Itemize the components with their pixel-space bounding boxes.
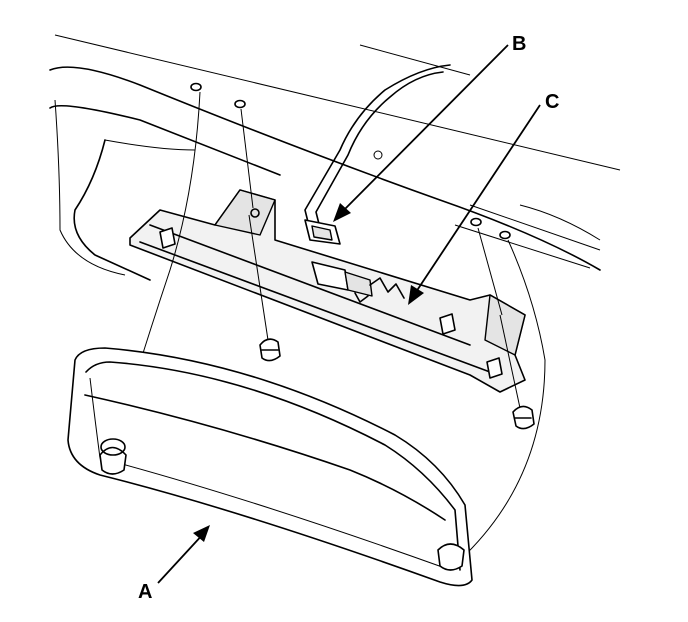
mounting-holes xyxy=(190,82,511,240)
callout-c-label: C xyxy=(545,91,559,113)
cover-panel xyxy=(67,347,473,587)
harness-connector xyxy=(304,219,341,245)
callout-b-label: B xyxy=(512,33,526,55)
screw-left xyxy=(248,208,281,362)
light-assembly xyxy=(129,189,526,393)
callout-c: C xyxy=(408,91,559,305)
callout-a: A xyxy=(138,525,210,603)
callout-b: B xyxy=(333,33,526,222)
screw-right xyxy=(499,314,535,430)
body-panel xyxy=(49,34,621,281)
callout-a-label: A xyxy=(138,581,152,603)
wire-harness xyxy=(304,64,451,231)
